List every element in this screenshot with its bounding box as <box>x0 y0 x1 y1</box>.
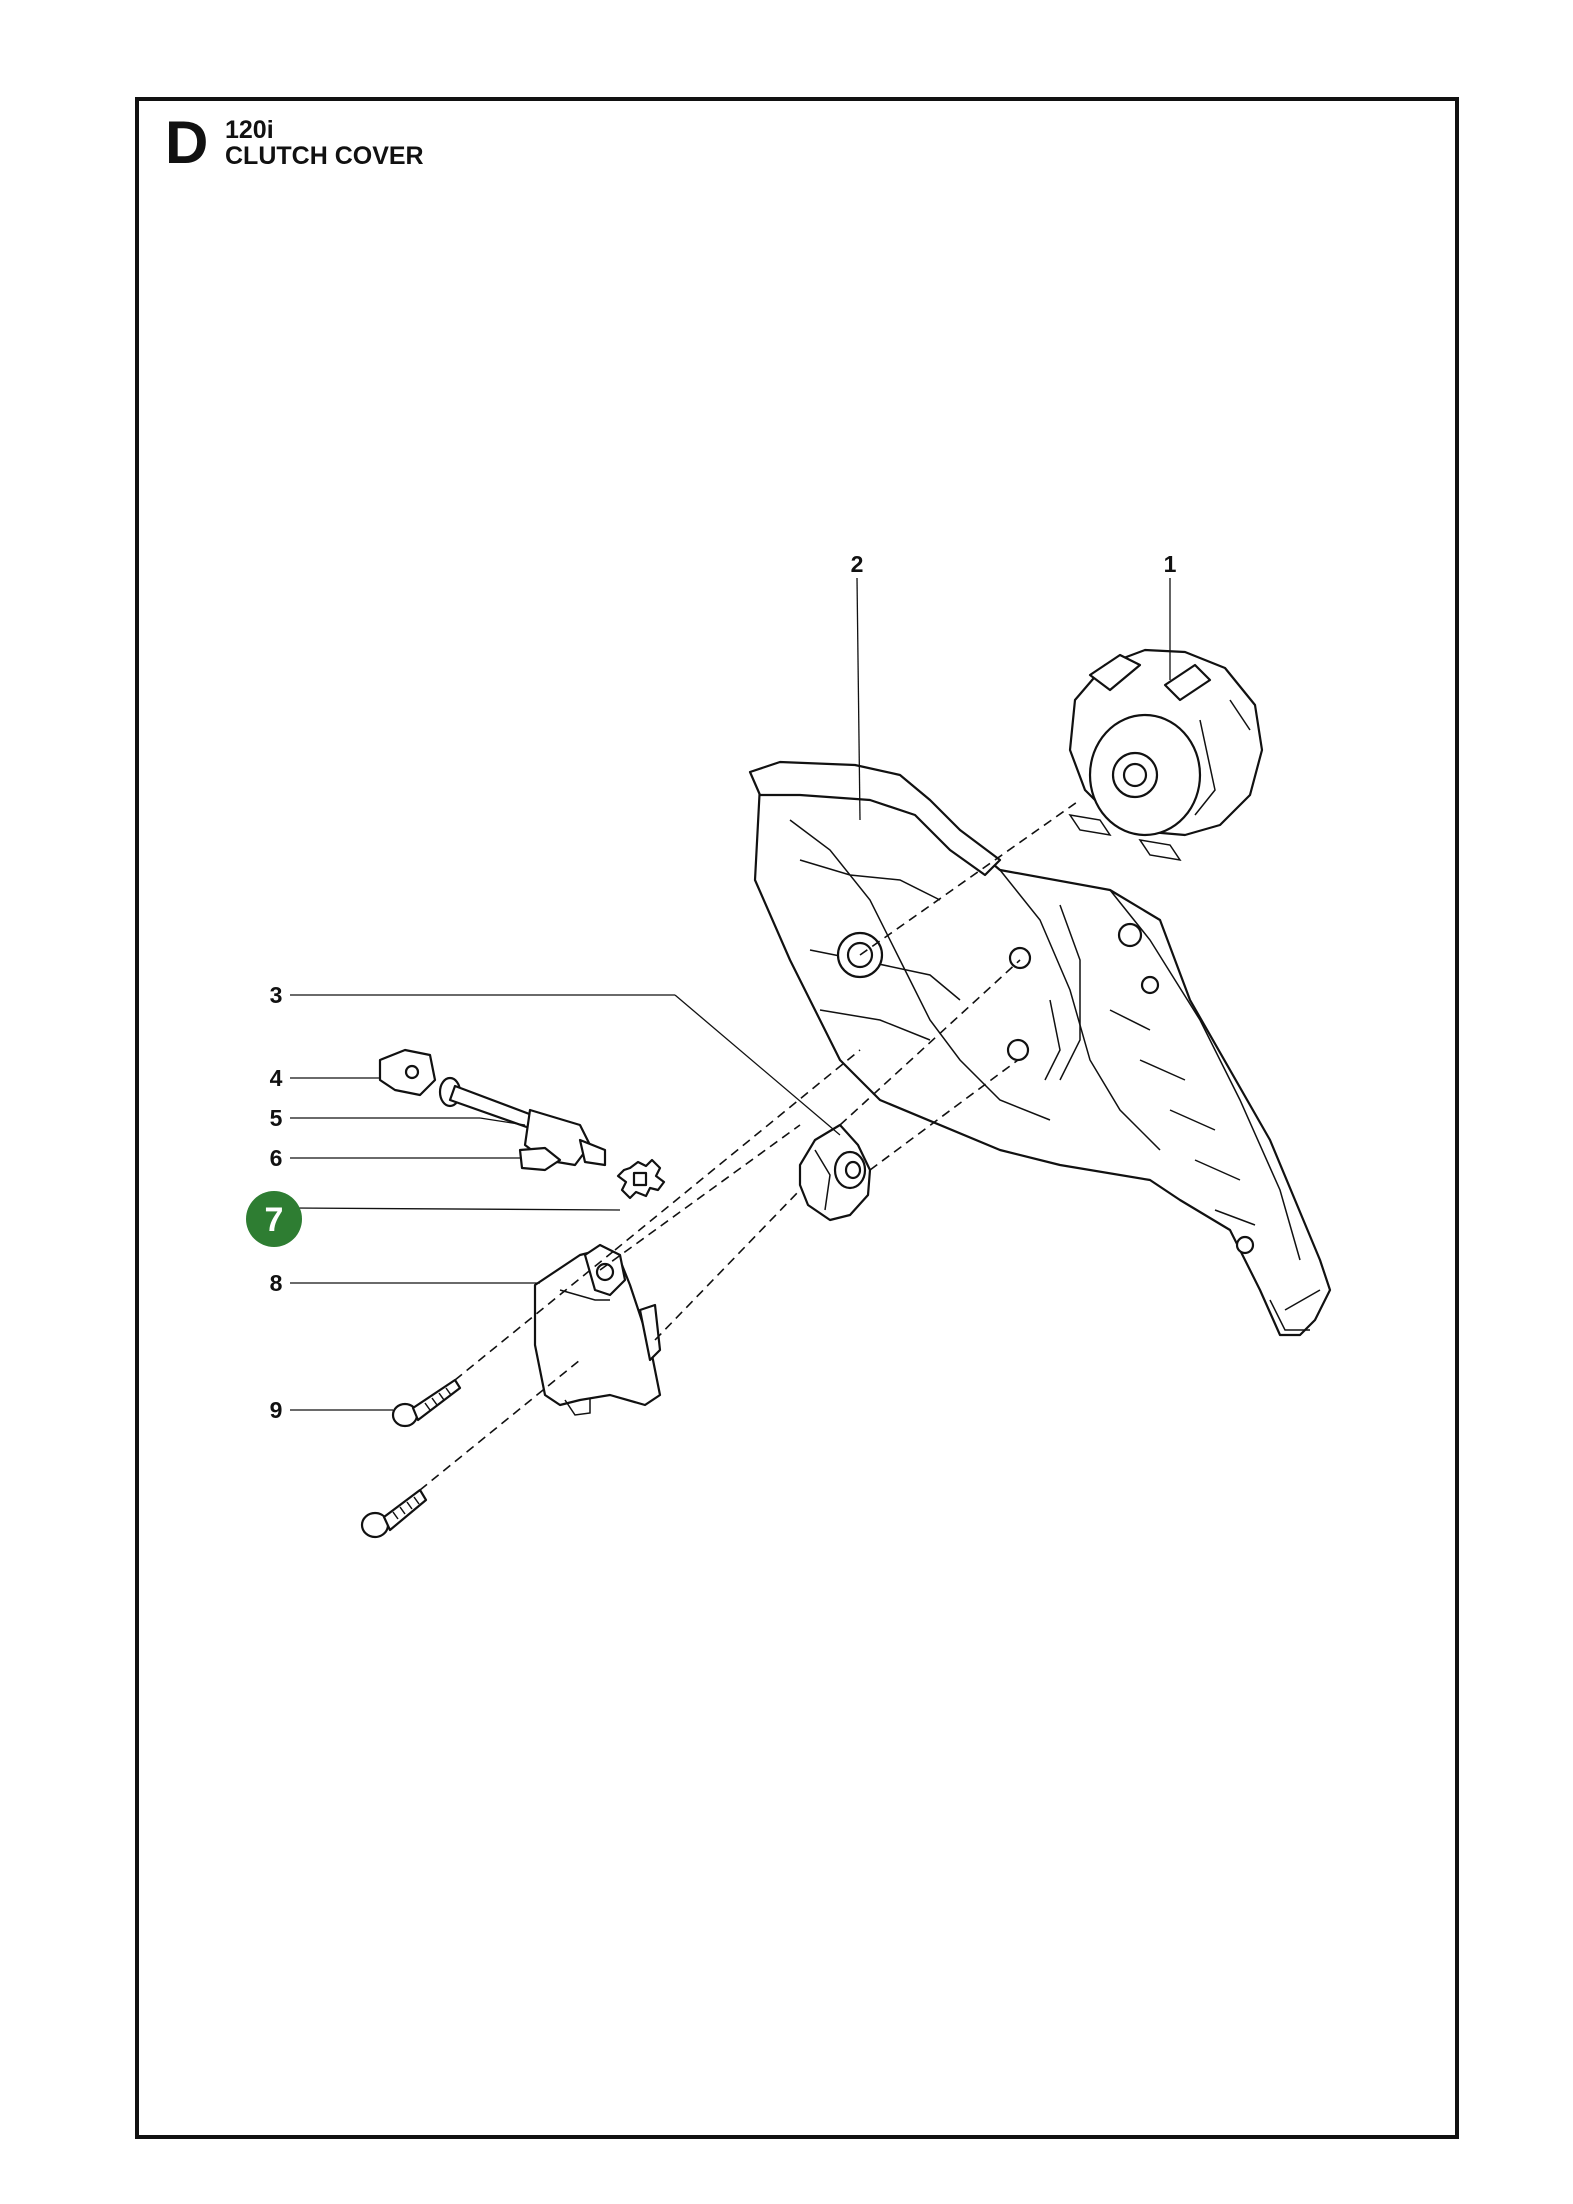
callout-8: 8 <box>270 1270 283 1296</box>
callout-3: 3 <box>270 982 283 1008</box>
svg-text:2: 2 <box>851 551 864 577</box>
page-title: CLUTCH COVER <box>225 142 424 170</box>
bar-knob-part <box>798 1123 872 1222</box>
clutch-cover-part <box>748 760 1332 1337</box>
svg-text:7: 7 <box>265 1201 284 1239</box>
cover-cap-part <box>533 1243 662 1416</box>
callout-7-highlighted: 7 <box>246 1191 302 1247</box>
svg-text:6: 6 <box>270 1145 283 1171</box>
tensioner-nut-part <box>378 1048 437 1097</box>
svg-text:9: 9 <box>270 1397 283 1423</box>
gear-wheel-part <box>616 1158 666 1200</box>
callout-4: 4 <box>270 1065 283 1091</box>
svg-text:4: 4 <box>270 1065 283 1091</box>
tensioner-screw-part <box>438 1076 607 1167</box>
svg-text:1: 1 <box>1164 551 1177 577</box>
callout-9: 9 <box>270 1397 283 1423</box>
section-letter: D <box>165 109 209 176</box>
page-frame <box>135 97 1459 2139</box>
screw-part <box>360 1378 462 1539</box>
callout-6: 6 <box>270 1145 283 1171</box>
callout-5: 5 <box>270 1105 283 1131</box>
chain-brake-part <box>1068 648 1264 862</box>
svg-text:5: 5 <box>270 1105 283 1131</box>
callout-2: 2 <box>851 551 864 577</box>
tensioner-body-part <box>518 1146 562 1172</box>
svg-text:8: 8 <box>270 1270 283 1296</box>
callout-1: 1 <box>1164 551 1177 577</box>
model-name: 120i <box>225 116 274 144</box>
svg-text:3: 3 <box>270 982 283 1008</box>
